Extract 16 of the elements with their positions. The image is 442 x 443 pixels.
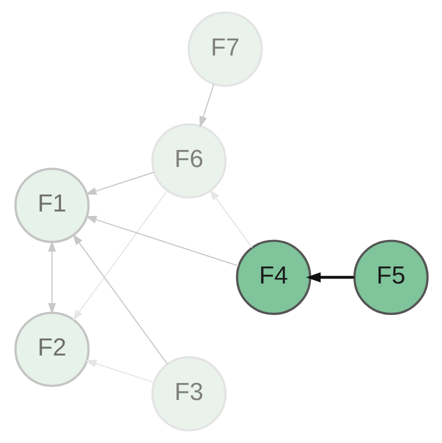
arrow bbox=[72, 190, 168, 321]
arrow bbox=[199, 84, 214, 128]
node-circle: F4 bbox=[235, 240, 311, 315]
node-circle: F3 bbox=[150, 356, 226, 432]
node-circle: F5 bbox=[352, 240, 428, 315]
arrow bbox=[208, 189, 252, 248]
arrow bbox=[48, 240, 56, 314]
arrow bbox=[84, 360, 154, 384]
arrow bbox=[306, 272, 354, 282]
node-circle: F2 bbox=[14, 312, 90, 387]
node-circle: F6 bbox=[150, 123, 226, 198]
arrow bbox=[84, 216, 238, 266]
arrow bbox=[72, 234, 168, 364]
node-circle: F7 bbox=[187, 12, 262, 87]
arrow bbox=[84, 172, 154, 195]
node-circle: F1 bbox=[14, 168, 90, 243]
